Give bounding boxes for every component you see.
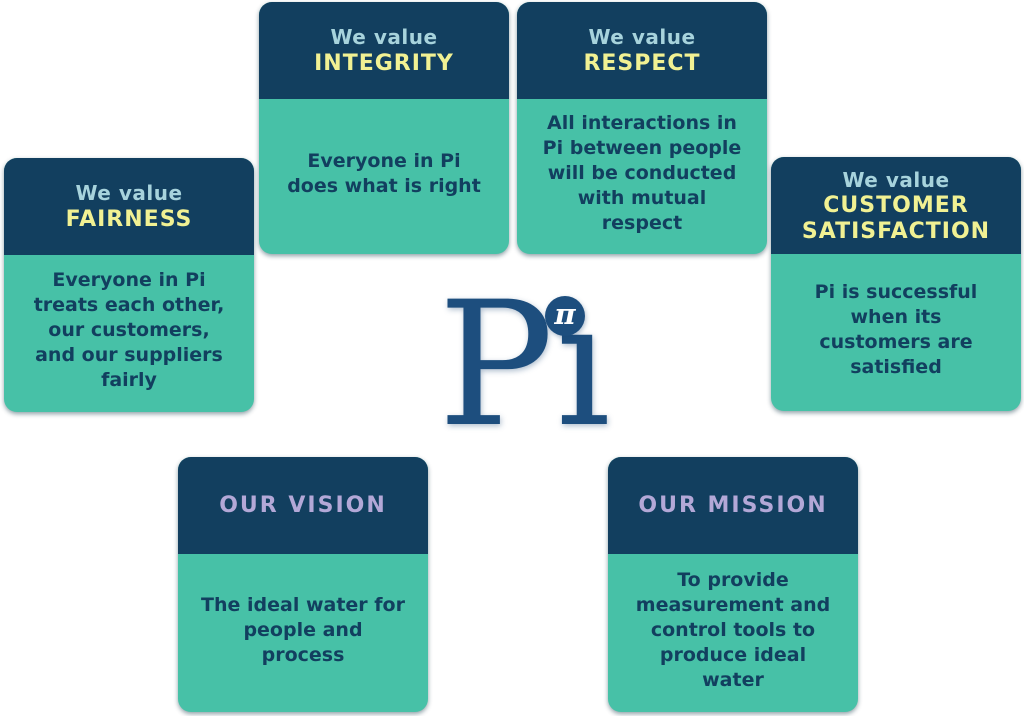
card-customer-satisfaction-body: Pi is successful when its customers are … [814, 280, 978, 378]
card-fairness-body: Everyone in Pi treats each other, our cu… [33, 269, 225, 391]
card-respect-prefix: We value [588, 25, 696, 49]
card-vision-body: The ideal water for people and process [201, 593, 405, 666]
card-vision-title: OUR VISION [219, 493, 387, 518]
card-respect-header: We value RESPECT [517, 2, 767, 99]
card-fairness-header: We value FAIRNESS [4, 158, 254, 255]
pi-logo-word: Pı [438, 264, 613, 465]
card-integrity: We value INTEGRITY Everyone in Pi does w… [259, 2, 509, 254]
card-customer-satisfaction: We value CUSTOMER SATISFACTION Pi is suc… [771, 157, 1021, 411]
card-mission: OUR MISSION To provide measurement and c… [608, 457, 858, 712]
card-customer-satisfaction-prefix: We value [842, 167, 950, 192]
card-respect-body: All interactions in Pi between people wi… [542, 112, 742, 234]
card-fairness-title: FAIRNESS [65, 207, 193, 232]
pi-logo: Pı π [438, 264, 618, 465]
card-customer-satisfaction-header: We value CUSTOMER SATISFACTION [771, 157, 1021, 254]
card-customer-satisfaction-title: CUSTOMER SATISFACTION [801, 192, 991, 244]
card-respect-title: RESPECT [583, 51, 701, 76]
card-integrity-header: We value INTEGRITY [259, 2, 509, 99]
pi-symbol-badge: π [545, 296, 585, 336]
card-mission-header: OUR MISSION [608, 457, 858, 554]
card-integrity-prefix: We value [330, 25, 438, 49]
card-mission-title: OUR MISSION [638, 493, 828, 518]
card-fairness: We value FAIRNESS Everyone in Pi treats … [4, 158, 254, 412]
card-fairness-prefix: We value [75, 181, 183, 205]
card-respect: We value RESPECT All interactions in Pi … [517, 2, 767, 254]
card-mission-body: To provide measurement and control tools… [635, 568, 831, 691]
pi-symbol-icon: π [554, 297, 576, 331]
card-vision: OUR VISION The ideal water for people an… [178, 457, 428, 712]
card-integrity-body: Everyone in Pi does what is right [287, 149, 481, 197]
card-vision-header: OUR VISION [178, 457, 428, 554]
card-integrity-title: INTEGRITY [314, 51, 454, 76]
